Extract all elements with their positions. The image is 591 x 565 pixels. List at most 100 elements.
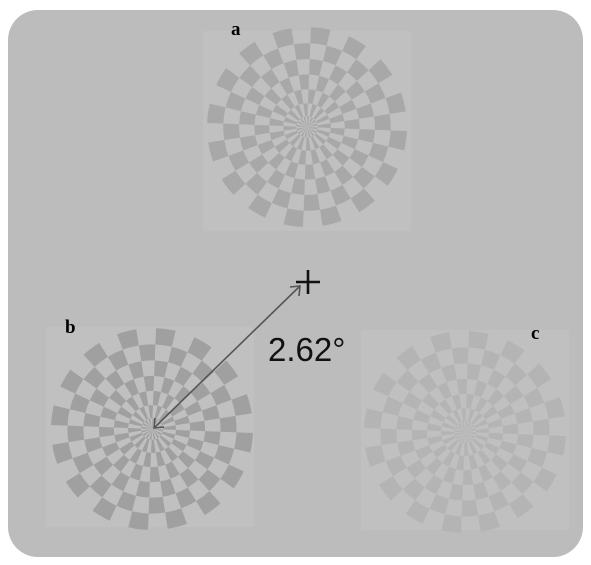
checker-segment-a [307,127,315,137]
checker-segment-b [128,511,149,530]
checker-segment-c [442,466,457,484]
checker-segment-b [65,473,90,498]
checker-segment-a [339,99,357,114]
checker-segment-c [487,418,503,429]
checker-segment-c [456,378,468,395]
checker-segment-a [316,92,330,108]
checker-segment-b [148,405,153,419]
checker-segment-b [93,456,114,476]
checker-segment-b [113,454,130,472]
checker-segment-a [324,101,340,115]
checker-segment-a [267,169,285,189]
checker-segment-a [260,69,280,89]
checker-segment-a [307,127,318,130]
checker-segment-a [342,36,366,60]
checker-segment-b [83,412,101,427]
checker-segment-a [264,88,282,105]
checker-segment-c [505,363,528,386]
checker-segment-a [349,149,369,167]
checker-segment-c [418,373,438,394]
checker-segment-a [315,176,331,195]
checker-segment-a [287,109,300,121]
checker-segment-b [155,451,166,467]
checker-segment-a [368,59,393,84]
checker-segment-a [329,113,345,124]
checker-segment-c [413,409,431,424]
checker-segment-b [129,463,144,481]
checker-segment-c [397,440,416,456]
checker-segment-c [364,408,383,429]
checker-segment-c [461,421,465,432]
checker-segment-c [462,432,465,443]
checker-segment-c [406,459,427,479]
checker-segment-c [465,432,475,439]
checker-segment-a [299,117,307,127]
checker-segment-b [189,420,206,432]
checker-segment-b [152,390,161,406]
checker-segment-c [465,422,472,432]
checker-segment-b [84,437,103,453]
checker-segment-a [296,124,307,127]
checker-segment-b [161,416,175,426]
checker-segment-b [128,418,143,427]
checker-segment-b [160,478,176,497]
checker-segment-b [149,429,152,440]
checker-segment-b [155,328,176,347]
checker-segment-c [373,372,397,397]
checker-segment-c [447,439,459,452]
checker-segment-c [488,432,504,441]
checker-segment-b [154,360,169,378]
checker-segment-a [284,161,299,179]
checker-segment-b [143,452,152,468]
checker-segment-c [445,414,458,426]
checker-segment-a [317,123,331,128]
checker-segment-c [478,511,500,532]
checker-segment-a [297,120,307,127]
checkerboard-stimulus-a [207,27,407,227]
checker-segment-a [283,208,304,227]
checker-segment-c [487,389,504,407]
checker-segment-a [272,28,294,49]
checker-segment-b [210,384,232,406]
checker-segment-c [396,345,421,370]
checker-segment-c [454,441,463,456]
checker-segment-c [441,364,457,383]
checker-segment-a [284,130,298,140]
checker-segment-a [314,133,327,145]
checker-segment-c [454,429,465,432]
checker-segment-c [437,382,452,400]
checker-segment-a [322,45,343,66]
checker-segment-c [532,418,550,436]
checker-segment-a [330,127,345,136]
checker-segment-a [228,150,250,171]
checker-segment-b [89,475,112,498]
checker-segment-c [441,421,456,430]
checker-segment-a [239,65,261,88]
checker-segment-c [499,440,517,455]
checker-segment-a [329,65,347,85]
checker-segment-c [457,422,465,432]
checker-segment-a [319,144,333,160]
checker-segment-b [60,369,84,394]
checker-segment-b [142,429,152,437]
checker-segment-b [152,429,160,439]
checker-segment-a [272,104,288,118]
checker-segment-b [138,344,156,362]
checker-segment-b [158,409,170,422]
checker-segment-b [98,426,115,438]
checker-segment-c [396,415,414,430]
checker-segment-a [307,117,314,127]
checker-segment-a [269,130,285,141]
checker-segment-c [482,406,498,420]
checker-segment-c [427,435,443,446]
checker-segment-b [234,432,253,453]
checker-segment-b [190,382,211,402]
checker-segment-a [297,136,305,151]
checker-segment-b [124,379,139,397]
checker-segment-b [92,497,117,521]
checker-segment-c [475,397,488,413]
checker-segment-c [464,442,469,456]
checker-segment-c [487,369,506,390]
checker-segment-c [430,409,446,422]
checker-segment-c [426,423,442,432]
